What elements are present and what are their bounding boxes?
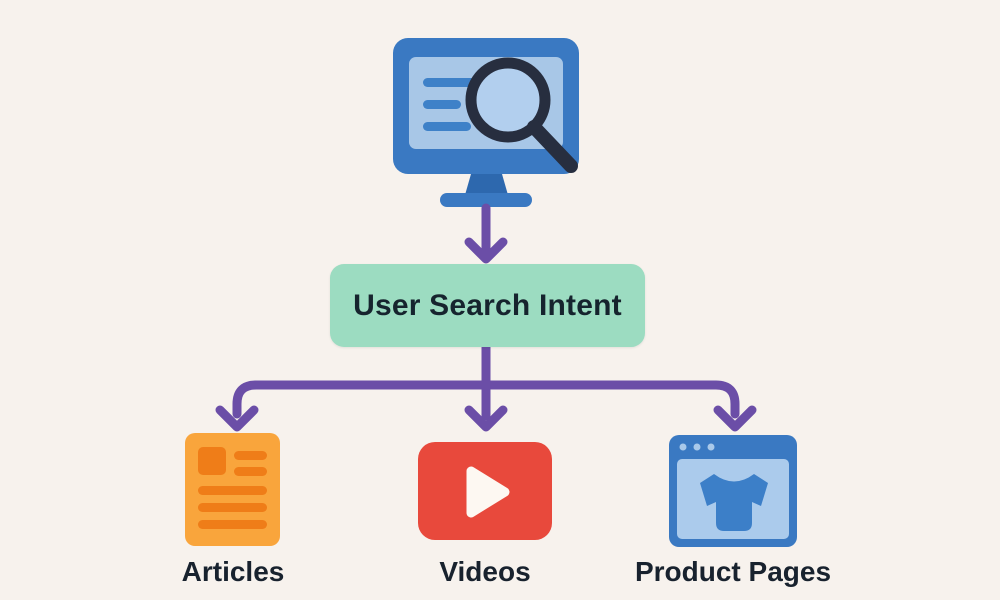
branch-label-videos: Videos: [439, 556, 531, 587]
arrowhead-icon: [215, 405, 259, 432]
video-play-icon: [418, 442, 552, 540]
monitor-stand-base: [440, 193, 532, 207]
intent-node-label: User Search Intent: [353, 288, 622, 322]
branch-label-product-pages: Product Pages: [634, 556, 832, 587]
tshirt-icon: [700, 474, 768, 531]
arrow-monitor-to-intent: [464, 203, 508, 264]
arrowhead-icon: [464, 237, 508, 264]
intent-node: User Search Intent: [330, 264, 645, 347]
product-browser-icon: [669, 435, 797, 547]
magnifier-icon: [465, 57, 578, 173]
arrowhead-icon: [464, 405, 508, 432]
monitor-stand-neck: [465, 174, 508, 195]
branch-label-articles: Articles: [181, 556, 285, 587]
article-document-icon: [185, 433, 280, 546]
monitor-search-icon: [393, 38, 579, 207]
arrowhead-icon: [713, 405, 757, 432]
branch-connector: [215, 342, 757, 432]
